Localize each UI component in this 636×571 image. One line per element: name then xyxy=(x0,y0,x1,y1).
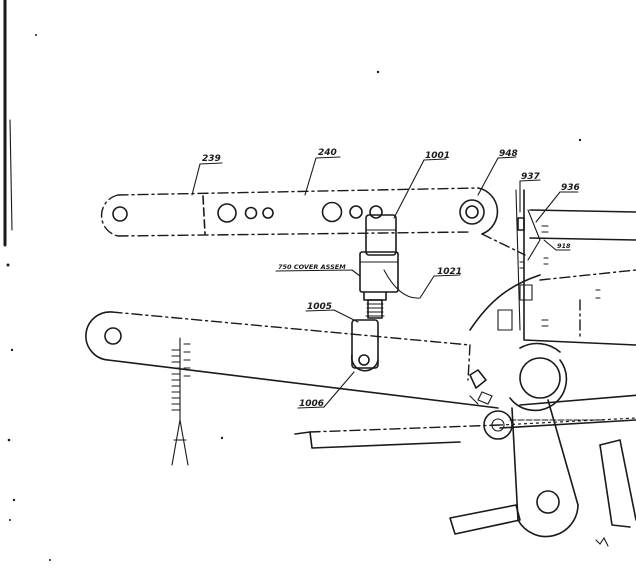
label-918: 918 xyxy=(557,242,571,250)
label-1021: 1021 xyxy=(437,267,462,277)
label-240: 240 xyxy=(318,148,337,158)
label-937: 937 xyxy=(521,172,541,182)
right-housing xyxy=(497,189,636,346)
leader-lines xyxy=(191,156,579,409)
part-labels: 239 240 1001 948 937 936 918 1021 750 CO… xyxy=(202,148,580,409)
center-mechanism xyxy=(467,233,636,440)
right-chain-detail xyxy=(509,419,609,547)
label-1005: 1005 xyxy=(307,302,332,312)
label-239: 239 xyxy=(202,154,221,164)
scan-left-edge xyxy=(3,0,582,561)
label-1006: 1006 xyxy=(299,399,324,409)
upper-link-arm xyxy=(100,187,499,237)
cylinder-assembly xyxy=(350,214,399,372)
label-1001: 1001 xyxy=(425,151,450,161)
bottom-swing-arm xyxy=(449,399,636,538)
label-936: 936 xyxy=(561,183,580,193)
lower-slide-rod xyxy=(294,417,636,449)
lower-link-arm xyxy=(85,311,499,409)
label-948: 948 xyxy=(499,149,518,159)
left-spring xyxy=(171,337,191,466)
label-cover-assembly: 750 COVER ASSEM xyxy=(278,263,346,271)
